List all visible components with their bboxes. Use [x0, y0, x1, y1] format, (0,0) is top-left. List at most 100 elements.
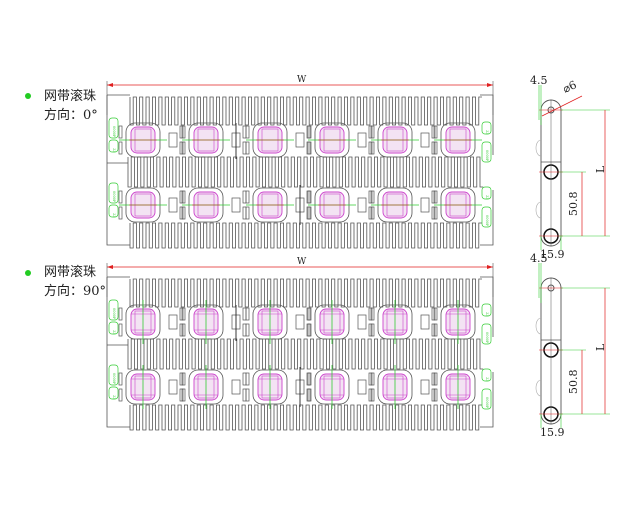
top-finger-comb [129, 96, 482, 126]
width-label: W [297, 257, 307, 267]
module-tag-label: 33 [485, 312, 489, 316]
slot [433, 307, 438, 321]
link-block [420, 132, 430, 148]
slot [433, 125, 438, 139]
slot [431, 125, 436, 139]
slot [306, 372, 311, 386]
slot [245, 190, 250, 204]
slot [433, 388, 438, 402]
slot [242, 307, 247, 321]
slot [368, 323, 373, 337]
link-block [420, 197, 430, 213]
slot [181, 388, 186, 402]
slot [433, 372, 438, 386]
slot [181, 323, 186, 337]
section-direction: 方向：90° [44, 284, 107, 299]
link-block [295, 314, 305, 330]
slot [245, 141, 250, 155]
section-direction: 方向：0° [44, 108, 98, 123]
slot [181, 206, 186, 220]
slot [433, 323, 438, 337]
module-tag-label: 0000F [112, 308, 116, 320]
module-tag [481, 206, 492, 228]
slot [368, 125, 373, 139]
slot [179, 190, 184, 204]
slot [368, 141, 373, 155]
module-tag [481, 121, 492, 135]
module-tag-label: 33 [485, 130, 489, 134]
middle-serpentine [127, 156, 484, 188]
slot [181, 125, 186, 139]
slot [306, 206, 311, 220]
module-tag-label: 0000F [485, 215, 489, 227]
link-block [420, 314, 430, 330]
pitch-label: 50.8 [567, 192, 580, 217]
section-title: 网带滚珠 [44, 265, 97, 280]
link-block [168, 379, 178, 395]
slot [368, 307, 373, 321]
slot [242, 125, 247, 139]
link-block [168, 132, 178, 148]
slot [242, 206, 247, 220]
slot [242, 323, 247, 337]
slot [306, 307, 311, 321]
module-tag-label: 33 [112, 148, 116, 152]
module-tag [108, 139, 119, 153]
slot [431, 372, 436, 386]
slot [306, 323, 311, 337]
module-tag-label: 0000F [485, 332, 489, 344]
slot [370, 372, 375, 386]
slot [245, 307, 250, 321]
slot [431, 388, 436, 402]
module-tag-label: 33 [112, 330, 116, 334]
slot [368, 190, 373, 204]
slot [181, 141, 186, 155]
slot [306, 388, 311, 402]
module-tag [481, 141, 492, 163]
slot [245, 206, 250, 220]
link-block [357, 379, 367, 395]
slot [179, 323, 184, 337]
module-tag [108, 386, 119, 400]
middle-serpentine [127, 338, 484, 370]
link-block [231, 197, 241, 213]
module-tag-label: 33 [112, 395, 116, 399]
slot [118, 206, 123, 220]
slot [242, 372, 247, 386]
plate-outline [106, 276, 494, 428]
module-tag [481, 303, 492, 317]
link-block [357, 197, 367, 213]
slot [307, 323, 312, 337]
slot [179, 206, 184, 220]
slot [307, 388, 312, 402]
slot [245, 372, 250, 386]
slot [431, 206, 436, 220]
slot [370, 141, 375, 155]
length-label: L [594, 165, 607, 173]
module-tag-label: 0000F [485, 150, 489, 162]
side-view: L50.84.5⌀615.9 [530, 74, 610, 261]
slot [370, 206, 375, 220]
slot [118, 190, 123, 204]
module-tag [481, 186, 492, 200]
slot [242, 141, 247, 155]
slot [370, 388, 375, 402]
section-title: 网带滚珠 [44, 89, 97, 104]
module-tag-label: 0000F [112, 373, 116, 385]
thickness-label: 4.5 [530, 252, 548, 265]
module-tag [108, 204, 119, 218]
bullet-icon [25, 270, 31, 276]
length-label: L [594, 343, 607, 351]
slot [179, 388, 184, 402]
slot [179, 125, 184, 139]
module-tag-label: 33 [485, 377, 489, 381]
slot [370, 323, 375, 337]
slot [118, 323, 123, 337]
slot [370, 125, 375, 139]
link-block [168, 314, 178, 330]
slot [181, 372, 186, 386]
link-block [168, 197, 178, 213]
link-block [420, 379, 430, 395]
